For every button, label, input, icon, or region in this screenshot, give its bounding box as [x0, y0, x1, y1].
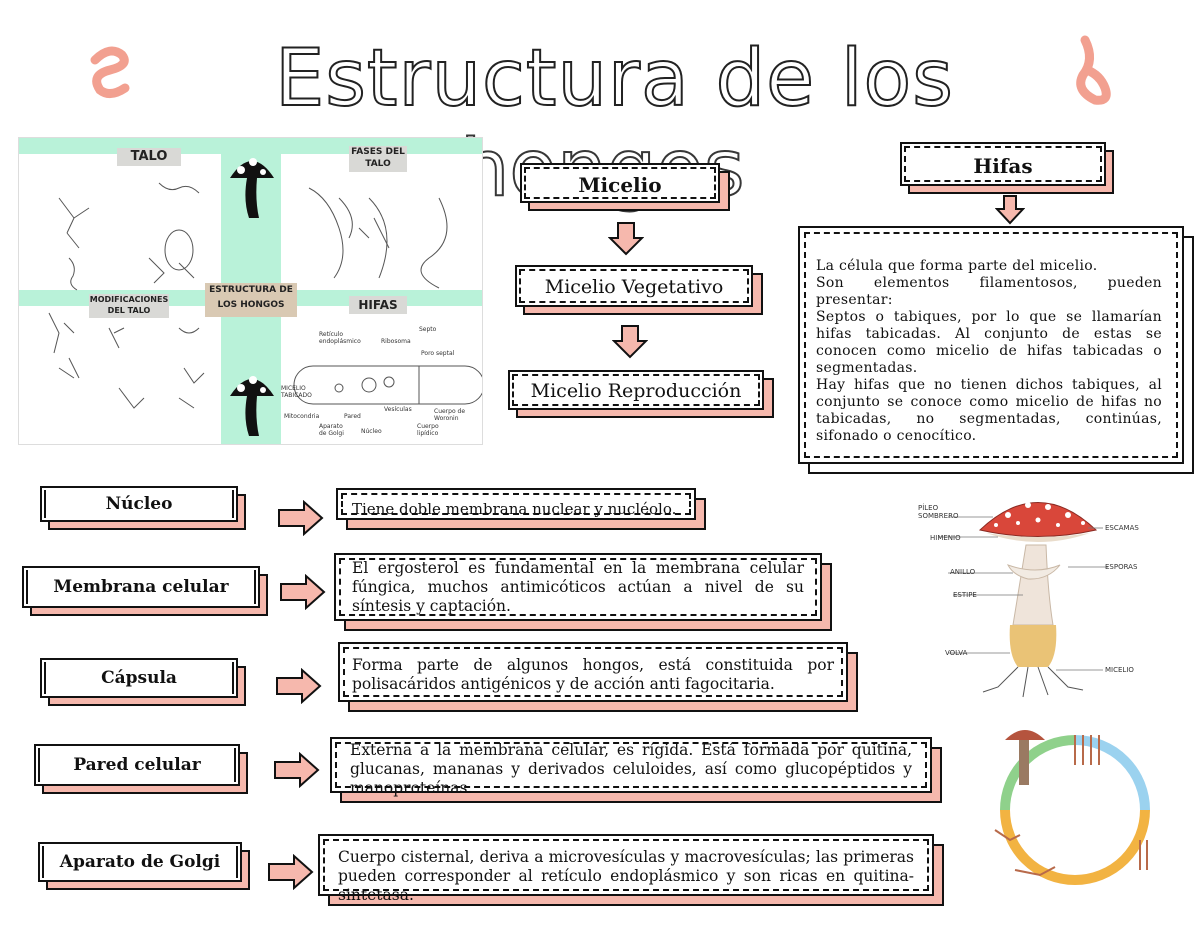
row-label-box: Núcleo — [40, 486, 246, 530]
row-description-box: Externa a la membrana celular, es rígida… — [330, 737, 942, 803]
fungi-structure-collage: TALO FASES DEL TALO MODIFICACIONES DEL T… — [18, 137, 483, 445]
down-arrow-icon — [612, 325, 648, 359]
hifas-title: Hifas — [973, 154, 1033, 178]
tag-hifas: HIFAS — [349, 296, 407, 314]
row-label-box: Membrana celular — [22, 566, 268, 616]
fungal-life-cycle-diagram — [994, 730, 1150, 885]
row-label: Membrana celular — [53, 577, 229, 597]
row-label-box: Pared celular — [34, 744, 248, 794]
hifas-text: La célula que forma parte del micelio. S… — [816, 258, 1162, 444]
micelio-reproduccion-box: Micelio Reproducción — [508, 370, 774, 418]
page-title: Estructura de los — [274, 34, 954, 124]
row-label: Núcleo — [105, 494, 173, 514]
row-label: Aparato de Golgi — [59, 852, 221, 872]
mushroom-anatomy-diagram — [938, 502, 1108, 698]
ribbon-decoration-right — [1076, 35, 1111, 105]
tag-talo: TALO — [117, 148, 181, 166]
right-arrow-icon — [276, 668, 322, 704]
row-description-box: Cuerpo cisternal, deriva a microvesícula… — [318, 834, 944, 906]
row-description: El ergosterol es fundamental en la membr… — [352, 559, 804, 615]
hifas-description-box: La célula que forma parte del micelio. S… — [798, 226, 1194, 474]
right-arrow-icon — [274, 752, 320, 788]
row-description-box: Forma parte de algunos hongos, está cons… — [338, 642, 858, 712]
micelio-vegetativo-label: Micelio Vegetativo — [544, 276, 724, 298]
row-label: Pared celular — [73, 755, 201, 775]
row-description-box: El ergosterol es fundamental en la membr… — [334, 553, 832, 631]
tag-modificaciones: MODIFICACIONES DEL TALO — [89, 294, 169, 318]
mushroom-icon — [230, 376, 274, 436]
mushroom-icon — [230, 158, 274, 218]
tag-fases: FASES DEL TALO — [349, 146, 407, 172]
row-label: Cápsula — [101, 668, 177, 688]
right-arrow-icon — [268, 854, 314, 890]
row-description: Tiene doble membrana nuclear y nucléolo. — [352, 500, 677, 518]
row-description: Cuerpo cisternal, deriva a microvesícula… — [338, 848, 914, 904]
right-arrow-icon — [278, 500, 324, 536]
hifas-box: Hifas — [900, 142, 1114, 194]
row-description: Externa a la membrana celular, es rígida… — [350, 741, 912, 797]
micelio-vegetativo-box: Micelio Vegetativo — [515, 265, 763, 315]
micelio-title: Micelio — [578, 173, 662, 197]
ribbon-decoration-left — [90, 46, 130, 98]
micelio-box: Micelio — [520, 163, 730, 211]
tag-estructura: ESTRUCTURA DE LOS HONGOS — [205, 283, 297, 317]
down-arrow-icon — [995, 195, 1025, 225]
biology-sketches — [48, 182, 482, 409]
micelio-reproduccion-label: Micelio Reproducción — [530, 380, 742, 402]
row-description: Forma parte de algunos hongos, está cons… — [352, 656, 834, 693]
row-label-box: Cápsula — [40, 658, 246, 706]
right-arrow-icon — [280, 574, 326, 610]
row-label-box: Aparato de Golgi — [38, 842, 250, 890]
down-arrow-icon — [608, 222, 644, 256]
row-description-box: Tiene doble membrana nuclear y nucléolo. — [336, 488, 706, 530]
